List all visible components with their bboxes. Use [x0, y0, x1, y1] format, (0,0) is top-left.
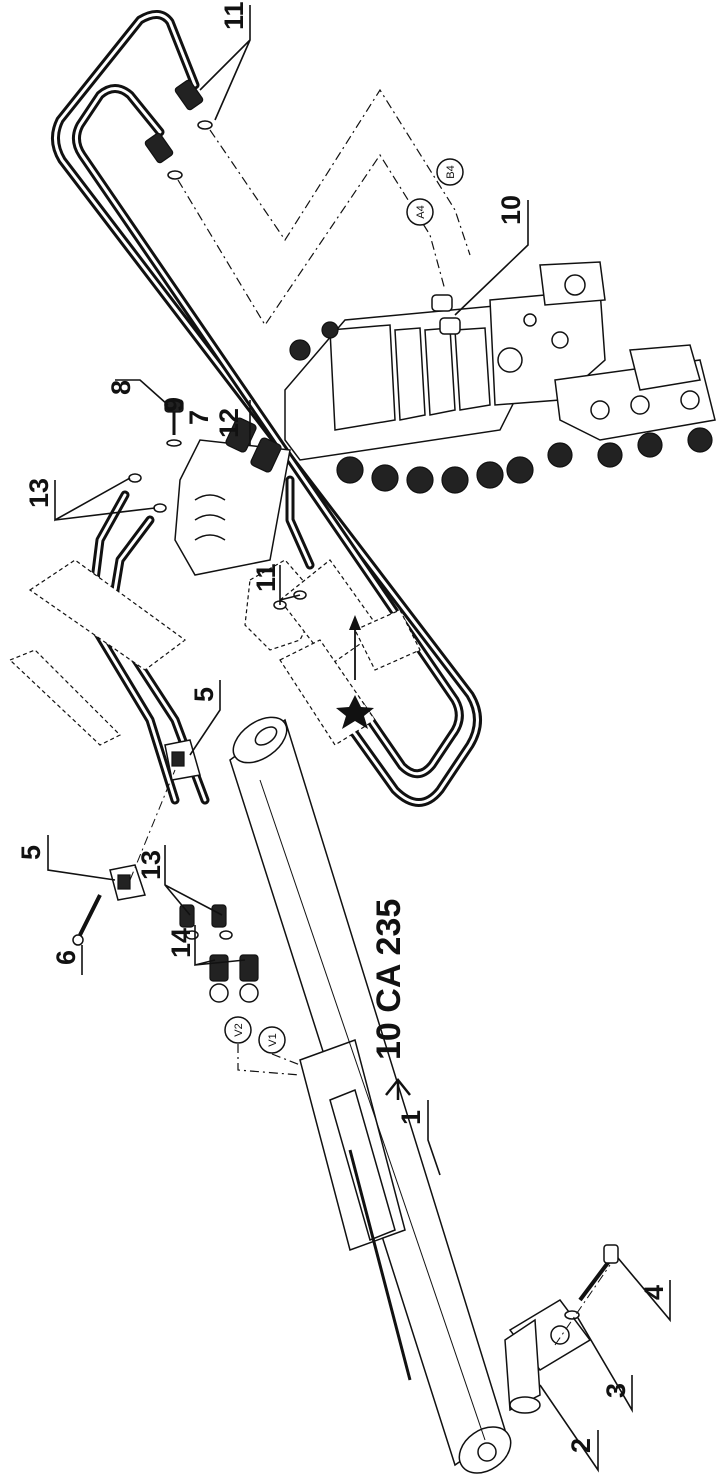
short-hose-lower — [285, 475, 315, 570]
svg-text:3: 3 — [601, 1383, 631, 1398]
svg-text:4: 4 — [639, 1285, 669, 1300]
hydraulic-cylinder-1 — [229, 716, 512, 1474]
reference-label: 10 CA 235 — [370, 899, 408, 1060]
svg-text:1: 1 — [396, 1110, 426, 1125]
svg-text:A4: A4 — [415, 205, 427, 218]
view-arrow-icon — [385, 1077, 411, 1100]
port-v1: V1 — [258, 1026, 286, 1054]
clamp-half-5a — [164, 739, 201, 781]
seal-13-upper-a — [128, 473, 142, 483]
bolt-8 — [164, 399, 184, 435]
clamp-axis-line — [129, 769, 176, 881]
screw-6 — [72, 894, 102, 946]
routing-line-a4 — [177, 153, 446, 327]
callout-4: 4 — [617, 1257, 671, 1323]
svg-text:9: 9 — [159, 397, 189, 412]
svg-text:V1: V1 — [267, 1033, 279, 1046]
svg-text:13: 13 — [136, 850, 166, 880]
svg-text:13: 13 — [24, 478, 54, 508]
callout-7: 7 — [184, 410, 214, 425]
port-v2: V2 — [224, 1016, 252, 1044]
port-a4: A4 — [406, 198, 434, 226]
callout-14: 14 — [166, 925, 246, 967]
svg-text:10: 10 — [496, 195, 526, 225]
callout-8: 8 — [106, 379, 169, 406]
seal-ring-top-a — [197, 120, 213, 130]
svg-text:6: 6 — [51, 950, 81, 965]
washer-3 — [564, 1310, 580, 1320]
svg-text:7: 7 — [184, 410, 214, 425]
fitting-13-lower — [179, 904, 233, 940]
svg-text:5: 5 — [189, 687, 219, 702]
svg-text:B4: B4 — [445, 165, 457, 178]
callout-11-top: 11 — [199, 1, 251, 121]
valve-fittings-10 — [431, 294, 461, 335]
washer-9 — [166, 439, 182, 447]
callout-1: 1 — [396, 1100, 441, 1176]
svg-text:14: 14 — [166, 928, 196, 958]
seal-13-upper-b — [153, 503, 167, 513]
adapter-14 — [209, 954, 259, 1003]
svg-text:8: 8 — [106, 380, 136, 395]
hose-fitting-top-b — [144, 132, 174, 164]
callout-11-lower: 11 — [251, 563, 301, 605]
svg-text:5: 5 — [16, 845, 46, 860]
svg-text:12: 12 — [214, 408, 244, 438]
callout-6: 6 — [51, 945, 83, 975]
callout-12: 12 — [214, 400, 251, 445]
port-b4: B4 — [436, 158, 464, 186]
callout-9: 9 — [159, 397, 189, 412]
hose-fitting-top-a — [174, 79, 204, 111]
routing-line-v1 — [271, 1053, 301, 1066]
bolt-4 — [578, 1244, 619, 1302]
routing-line-b4 — [209, 88, 471, 256]
callout-2: 2 — [539, 1384, 599, 1473]
elbow-fitting-12 — [225, 417, 282, 473]
direction-arrow — [349, 615, 361, 680]
callout-3: 3 — [577, 1317, 633, 1413]
pin-axis-line — [554, 1264, 611, 1346]
clamp-half-5b — [109, 864, 146, 901]
hose-clamp-upper — [8, 559, 187, 746]
callout-10: 10 — [454, 195, 529, 316]
control-valve-block — [284, 261, 716, 494]
svg-text:V2: V2 — [233, 1023, 245, 1036]
callout-5-right: 5 — [189, 680, 221, 756]
callout-13-upper: 13 — [24, 477, 156, 522]
hose-loop-inner — [72, 84, 464, 779]
callout-5-left: 5 — [16, 835, 116, 881]
svg-text:11: 11 — [251, 563, 281, 592]
star-icon — [336, 695, 374, 729]
seal-ring-top-b — [167, 170, 183, 180]
callout-13-lower: 13 — [136, 845, 223, 916]
svg-text:11: 11 — [219, 1, 249, 30]
routing-line-v2 — [237, 1044, 301, 1076]
